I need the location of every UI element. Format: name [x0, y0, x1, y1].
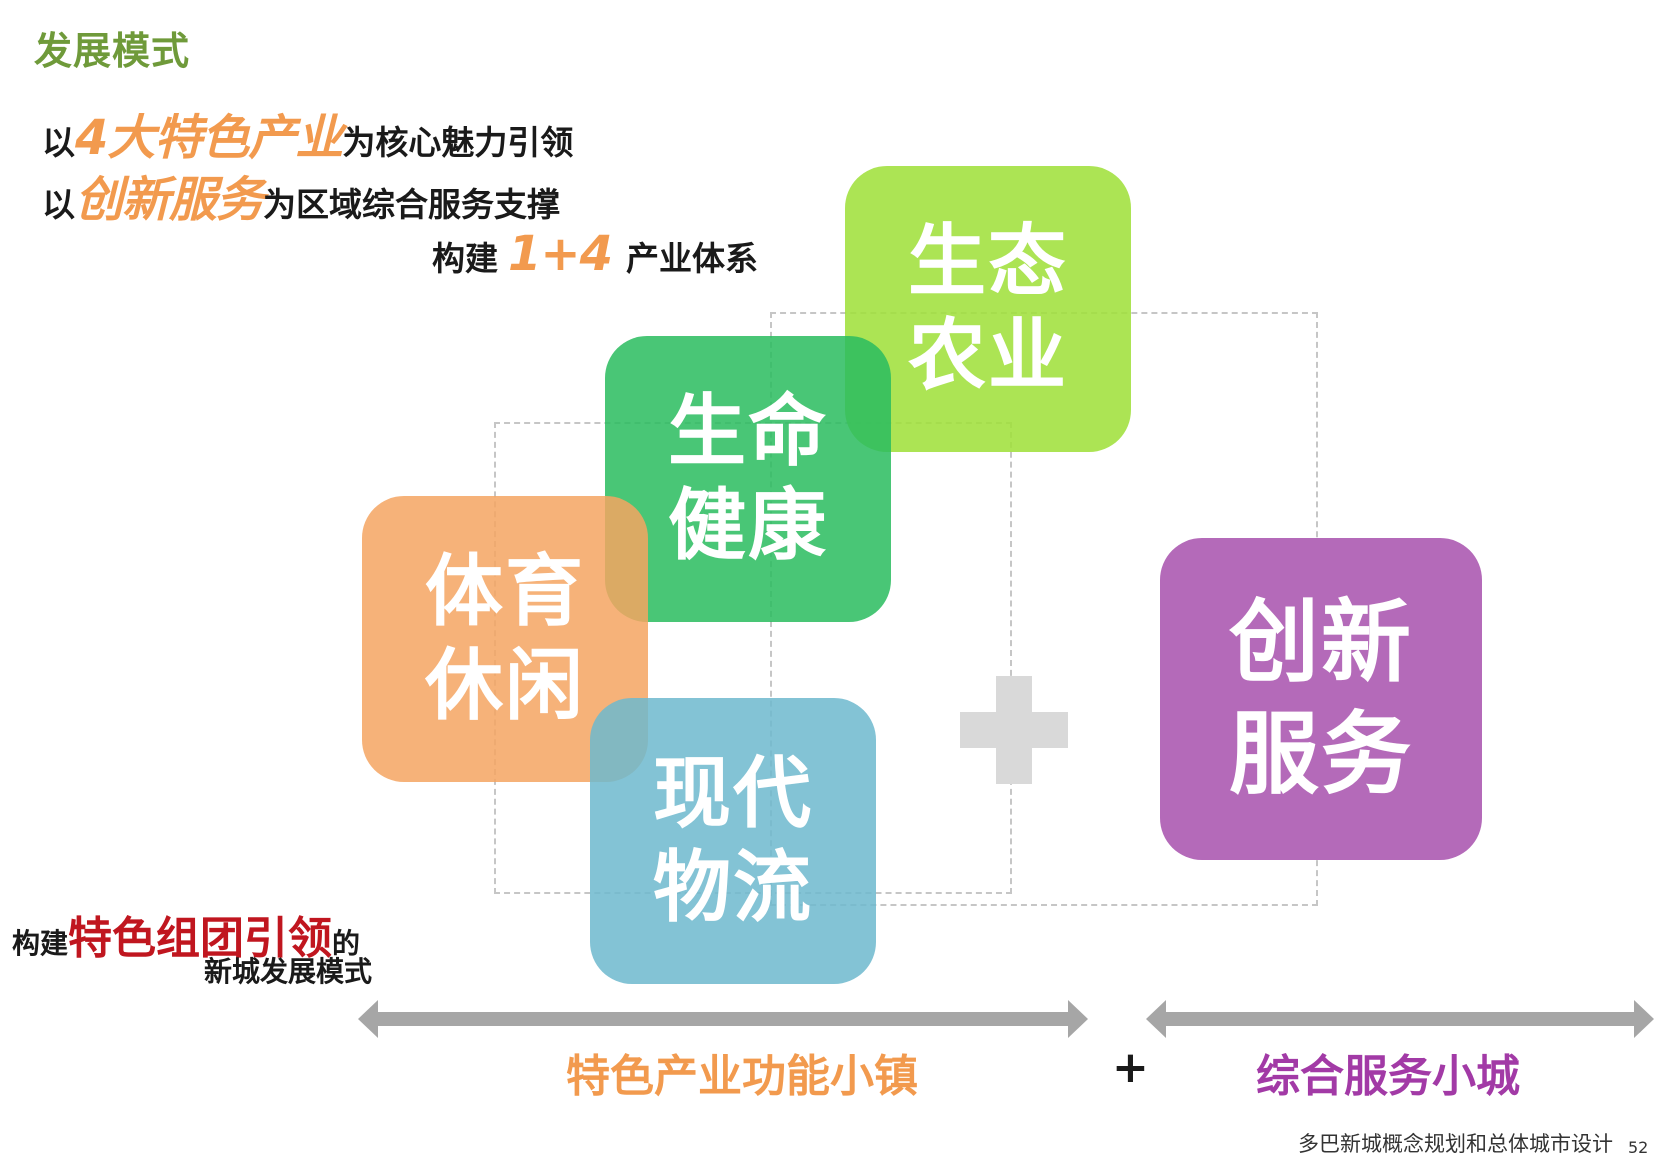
- block-innovation-line2: 服务: [1229, 702, 1413, 807]
- block-logistics-line1: 现代: [652, 749, 813, 839]
- intro-line-2-pre: 以: [42, 185, 75, 224]
- intro-line-3: 构建 1+4 产业体系: [432, 226, 758, 282]
- block-ecology-line2: 农业: [907, 311, 1068, 401]
- page-title: 发展模式: [34, 29, 191, 73]
- side-note-pre: 构建: [12, 927, 69, 960]
- intro-line-3-post: 产业体系: [626, 239, 759, 278]
- block-ecology-agriculture: 生态 农业: [845, 166, 1131, 452]
- intro-line-2-post: 为区域综合服务支撑: [263, 185, 561, 224]
- block-health-line1: 生命: [667, 387, 828, 477]
- block-innovation-service: 创新 服务: [1160, 538, 1482, 860]
- intro-line-2-highlight: 创新服务: [75, 172, 264, 228]
- intro-line-1: 以4大特色产业为核心魅力引领: [42, 98, 573, 168]
- page-number: 52: [1628, 1138, 1649, 1157]
- block-sports-line2: 休闲: [424, 641, 585, 731]
- block-ecology-line1: 生态: [907, 217, 1068, 307]
- side-note-line-1: 构建特色组团引领的: [12, 902, 360, 966]
- intro-line-2: 以创新服务为区域综合服务支撑: [42, 160, 560, 230]
- block-logistics-line2: 物流: [652, 843, 813, 933]
- side-note-post: 的: [332, 927, 361, 960]
- footer-title: 多巴新城概念规划和总体城市设计: [1298, 1132, 1613, 1156]
- intro-line-1-highlight: 4大特色产业: [75, 110, 343, 166]
- side-note-highlight: 特色组团引领: [68, 913, 333, 964]
- intro-line-3-pre: 构建: [432, 239, 498, 278]
- intro-line-3-highlight: 1+4: [508, 226, 613, 282]
- block-innovation-line1: 创新: [1229, 590, 1413, 695]
- block-sports-line1: 体育: [424, 547, 585, 637]
- plus-sign: +: [1112, 1042, 1149, 1093]
- side-note-line-2: 新城发展模式: [204, 955, 373, 988]
- block-health-line2: 健康: [667, 481, 828, 571]
- label-service-city: 综合服务小城: [1256, 1051, 1520, 1102]
- intro-line-1-post: 为核心魅力引领: [342, 123, 574, 162]
- double-arrow-left: [358, 1000, 1088, 1038]
- intro-line-1-pre: 以: [42, 123, 75, 162]
- block-modern-logistics: 现代 物流: [590, 698, 876, 984]
- label-industry-towns: 特色产业功能小镇: [566, 1051, 918, 1102]
- plus-icon: [960, 676, 1068, 784]
- double-arrow-right: [1146, 1000, 1654, 1038]
- block-life-health: 生命 健康: [605, 336, 891, 622]
